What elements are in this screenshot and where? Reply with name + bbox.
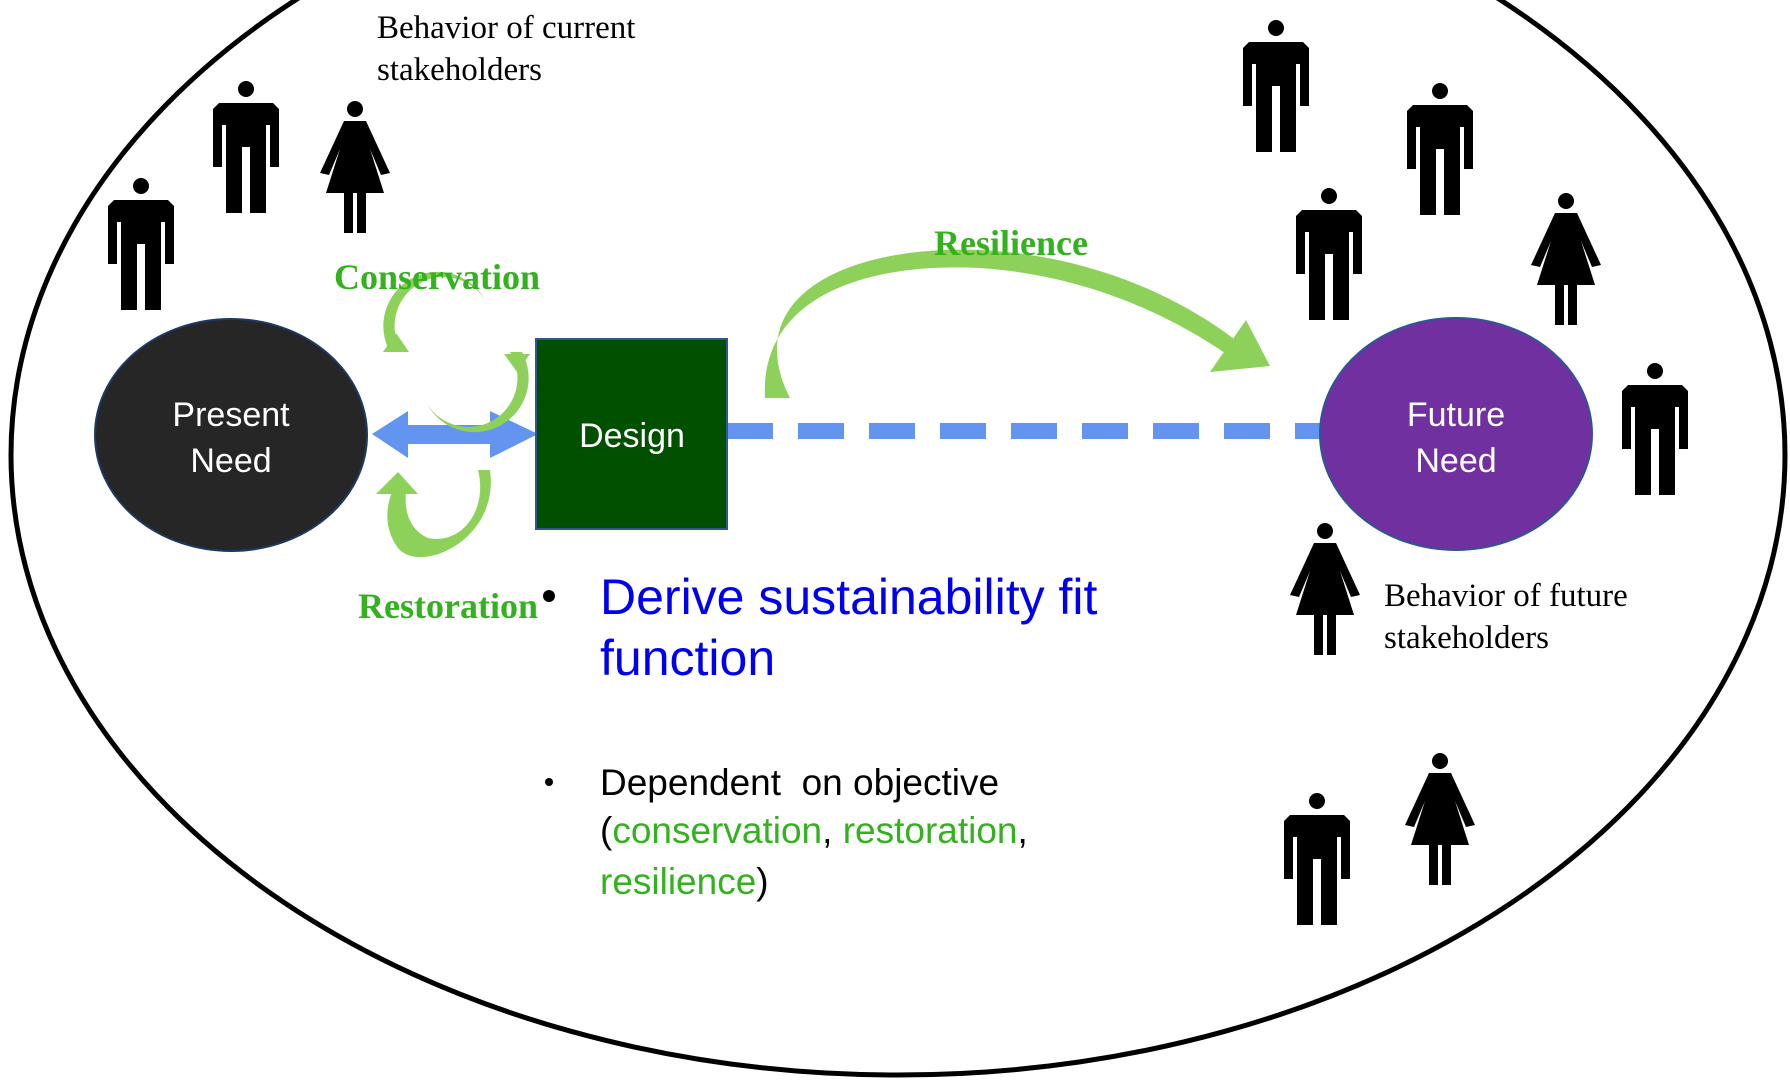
resilience-arrow [764,249,1270,398]
context-boundary-ellipse [8,0,1788,1078]
man-icon [106,176,176,312]
present-need-label-line1: Present [172,396,290,434]
conservation-cycle-arrows [383,271,530,433]
sub-bullet-dot [545,778,553,786]
sub-resilience: resilience [600,861,756,902]
restoration-label: Restoration [358,586,538,626]
man-icon [1241,18,1311,154]
restoration-arrow [376,470,491,558]
sub-comma1: , [822,810,843,851]
sub-open-paren: ( [600,810,613,851]
man-icon [1282,791,1352,927]
man-icon [211,79,281,215]
future-need-label-line2: Need [1415,442,1496,480]
current-stakeholders-caption-line2: stakeholders [377,52,542,88]
main-bullet-line2: function [600,630,775,686]
present-need-node [94,318,368,552]
resilience-label: Resilience [934,223,1088,263]
conservation-label: Conservation [334,257,540,297]
future-need-node [1319,317,1593,551]
woman-icon [320,101,390,233]
sub-comma2: , [1018,810,1028,851]
woman-icon [1531,193,1601,325]
design-node [535,338,728,530]
man-icon [1405,81,1475,217]
sub-conservation: conservation [612,810,822,851]
sub-bullet-line2: (conservation, restoration, [600,810,1028,851]
sub-close-paren: ) [756,861,768,902]
woman-icon [1405,753,1475,885]
sub-bullet-line3: resilience) [600,861,769,902]
design-label: Design [579,417,685,455]
main-bullet-dot [543,590,555,602]
future-need-label-line1: Future [1407,396,1505,434]
man-icon [1294,186,1364,322]
woman-icon [1290,523,1360,655]
main-bullet-line1: Derive sustainability fit [600,569,1098,625]
current-stakeholders-caption-line1: Behavior of current [377,10,635,46]
sub-bullet-line1: Dependent on objective [600,762,999,803]
present-need-label-line2: Need [190,442,271,480]
future-stakeholders-caption-line1: Behavior of future [1384,578,1628,614]
sub-restoration: restoration [843,810,1018,851]
future-stakeholders-caption-line2: stakeholders [1384,620,1549,656]
present-design-double-arrow [372,411,538,458]
man-icon [1620,361,1690,497]
